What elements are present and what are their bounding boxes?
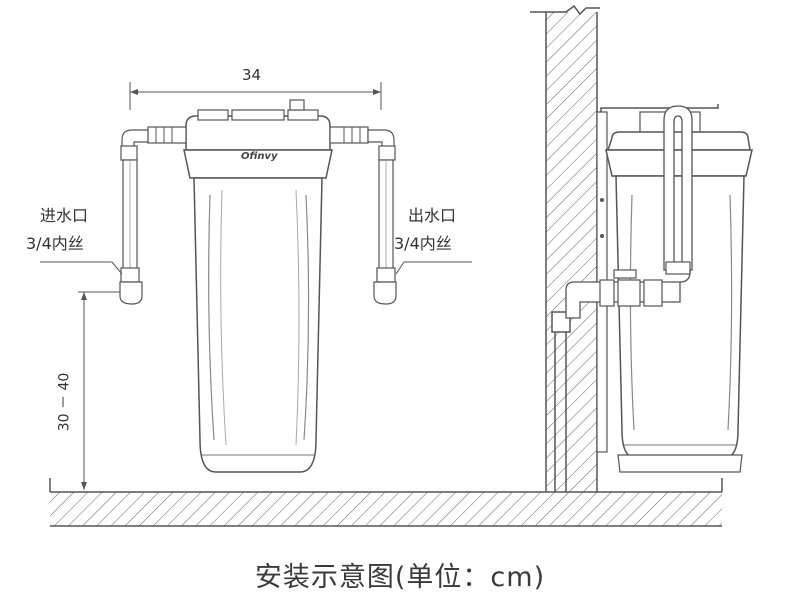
height-dimension — [78, 291, 128, 490]
inlet-thread-label: 3/4内丝 — [26, 234, 84, 253]
outlet-label: 出水口 — [408, 206, 457, 225]
width-dimension — [129, 82, 382, 110]
diagram-caption: 安装示意图(单位：cm) — [254, 562, 546, 593]
filter-side-view — [565, 104, 753, 473]
height-label: 30 － 40 — [56, 372, 73, 432]
brand-logo-text: Ofinvy — [241, 151, 278, 162]
floor — [49, 478, 723, 527]
wall — [530, 4, 600, 492]
inlet-label: 进水口 — [40, 206, 89, 225]
width-label: 34 — [242, 66, 262, 84]
outlet-thread-label: 3/4内丝 — [394, 234, 452, 253]
filter-front-view — [40, 99, 472, 473]
